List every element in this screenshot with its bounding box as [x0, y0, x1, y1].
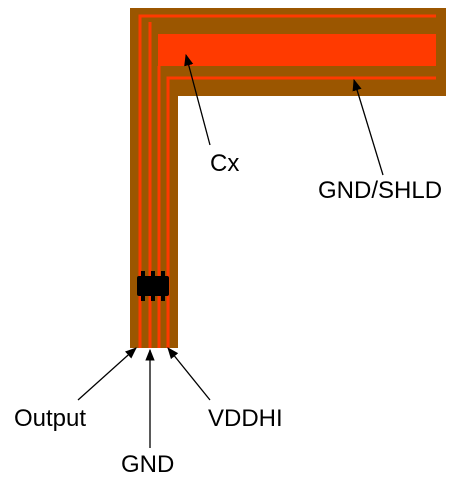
gnd-shld-trace	[138, 14, 436, 348]
ic-pin	[161, 271, 165, 301]
vddhi-label: VDDHI	[208, 405, 283, 432]
ic-pin	[151, 271, 155, 301]
gnd-shld-arrow	[352, 78, 384, 176]
gnd-shld-inner-trace	[166, 76, 436, 348]
gnd-label: GND	[121, 451, 174, 477]
output-label: Output	[14, 405, 86, 432]
cx-electrode-pad	[158, 34, 436, 66]
ic-pin	[141, 271, 145, 301]
ic-package-icon	[137, 271, 169, 301]
gnd-shld-label: GND/SHLD	[318, 177, 442, 204]
callout-arrows	[77, 53, 384, 448]
cx-arrow	[184, 53, 211, 146]
cx-label: Cx	[210, 150, 239, 177]
vddhi-arrow	[167, 347, 211, 401]
output-arrow	[77, 347, 137, 401]
